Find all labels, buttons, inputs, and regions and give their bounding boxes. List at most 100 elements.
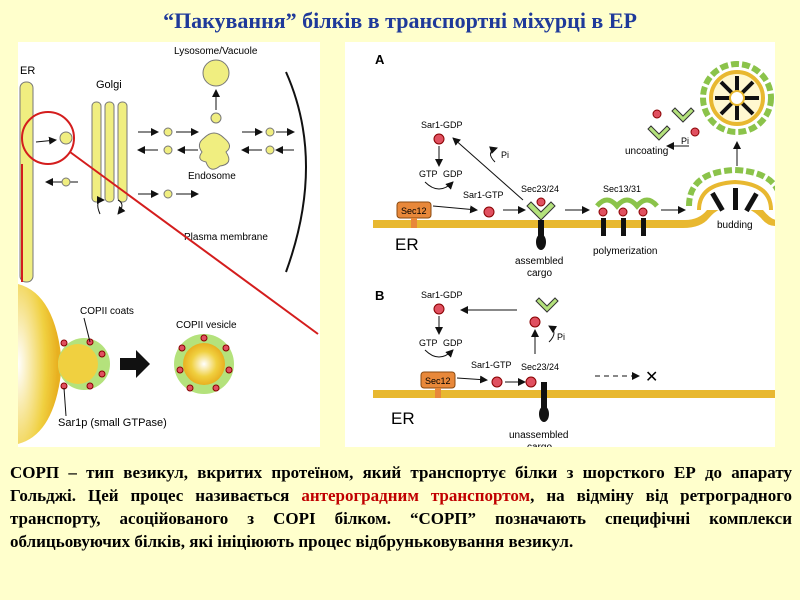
cargo-label-a: cargo (527, 268, 552, 279)
golgi-recycle-arrow-2 (118, 200, 122, 214)
copii-vesicle-lumen (183, 343, 225, 385)
panel-a-label: A (375, 52, 385, 67)
er-lumen-a (373, 206, 775, 252)
copii-assembly-panel: A ER Sec12 Sar1-GDP GTP GDP Sar1-GTP Pi … (345, 42, 775, 447)
gtp-label-a: GTP (419, 169, 438, 179)
traffic-vesicle-3 (266, 128, 274, 136)
sar1-poly-3 (639, 208, 647, 216)
sar1-gdp-label-b: Sar1-GDP (421, 290, 463, 300)
sec13-31-label: Sec13/31 (603, 184, 641, 194)
gdp-label-a: GDP (443, 169, 463, 179)
sec12-to-sar1-arrow-b (457, 378, 487, 380)
copii-assembly-diagram: A ER Sec12 Sar1-GDP GTP GDP Sar1-GTP Pi … (345, 42, 775, 447)
sec12-to-sar1-arrow-a (433, 206, 477, 210)
uncoating-label: uncoating (625, 146, 668, 157)
bud-lumen (58, 344, 98, 384)
gtp-exchange-arrow-b (425, 350, 453, 357)
secretory-pathway-diagram: ER Golgi Lysosome/Vacuole Endosome Plasm… (18, 42, 320, 447)
panel-b-label: B (375, 288, 384, 303)
sar1-vesicle-2 (223, 345, 229, 351)
sar1-bud-4 (99, 371, 105, 377)
vesicle-to-lysosome (211, 113, 221, 123)
pi-arrow-a (490, 148, 497, 162)
sec12-label-a: Sec12 (401, 206, 427, 216)
sar1-gtp-label-a: Sar1-GTP (463, 190, 504, 200)
sar1-vesicle-1 (201, 335, 207, 341)
caption-highlight: антероградним транспортом (301, 486, 530, 505)
assembled-label: assembled (515, 256, 563, 267)
lysosome (203, 60, 229, 86)
caption: СОРП – тип везикул, вкритих протеїном, я… (10, 461, 792, 553)
sar1-poly-2 (619, 208, 627, 216)
sar1-vesicle-6 (177, 367, 183, 373)
poly-cargo-3 (641, 218, 646, 236)
sar1-bud-1 (61, 340, 67, 346)
secretory-pathway-panel: ER Golgi Lysosome/Vacuole Endosome Plasm… (18, 42, 320, 447)
sar1-gtp-a (484, 207, 494, 217)
cargo-b (539, 406, 549, 422)
sar1-gtp-b (492, 377, 502, 387)
sar1-poly-1 (599, 208, 607, 216)
plasma-membrane (286, 72, 306, 272)
copii-coats-label: COPII coats (80, 306, 134, 317)
endosome (199, 133, 229, 169)
sar1-gdp-b (434, 304, 444, 314)
sar1-gdp-a (434, 134, 444, 144)
sar1p-label: Sar1p (small GTPase) (58, 417, 167, 429)
released-coat-2 (648, 126, 670, 140)
er-lumen-b (373, 398, 775, 422)
endosome-label: Endosome (188, 171, 236, 182)
golgi-label: Golgi (96, 79, 122, 91)
sar1-assembled-a (537, 198, 545, 206)
poly-cargo-2 (621, 218, 626, 236)
sec13-31-lattice (597, 200, 657, 206)
sar1-vesicle-5 (187, 385, 193, 391)
golgi-cisterna-2 (105, 102, 114, 202)
sec12-label-b: Sec12 (425, 376, 451, 386)
poly-cargo-1 (601, 218, 606, 236)
sec12-stem-b (435, 388, 441, 398)
lysosome-label: Lysosome/Vacuole (174, 46, 258, 57)
traffic-vesicle-5 (164, 190, 172, 198)
sar1-bud-3 (99, 351, 105, 357)
sar1-membrane-b (526, 377, 536, 387)
unassembled-label: unassembled (509, 430, 568, 441)
sec23-24-label-a: Sec23/24 (521, 184, 559, 194)
sar1-bud-5 (87, 383, 93, 389)
released-sar1-2 (691, 128, 699, 136)
traffic-vesicle-4 (266, 146, 274, 154)
pi-arrow-b (549, 326, 554, 342)
blocked-x-mark: ✕ (645, 369, 658, 386)
pi-label-b: Pi (557, 332, 565, 342)
copii-vesicle-label: COPII vesicle (176, 320, 237, 331)
er-membrane-bottom (18, 284, 62, 444)
cargo-a (536, 234, 546, 250)
gdp-label-b: GDP (443, 338, 463, 348)
budding-label: budding (717, 220, 753, 231)
er-golgi-arrow (36, 140, 56, 142)
golgi-cisterna-1 (92, 102, 101, 202)
sec12-stem-a (411, 218, 417, 228)
sar1-vesicle-7 (179, 345, 185, 351)
sar1-vesicle-3 (226, 367, 232, 373)
traffic-vesicle-2 (164, 146, 172, 154)
traffic-vesicle-1 (164, 128, 172, 136)
pi-label-a: Pi (501, 150, 509, 160)
vesicle-center (730, 91, 744, 105)
golgi-recycle-arrow-1 (98, 200, 104, 214)
copii-vesicle-small (60, 132, 72, 144)
er-label-b: ER (391, 409, 415, 428)
pi-label-uncoat: Pi (681, 136, 689, 146)
page-title: “Пакування” білків в транспортні міхурці… (0, 8, 800, 34)
sec23-24-free-b (536, 298, 558, 312)
cargo-receptor-b (541, 382, 547, 410)
sec23-24-label-b: Sec23/24 (521, 362, 559, 372)
er-label-a: ER (395, 235, 419, 254)
released-sar1-1 (653, 110, 661, 118)
arrow-right-icon (120, 350, 150, 378)
released-coat-1 (672, 108, 694, 122)
sar1-sec23-b (530, 317, 540, 327)
budding-cargo-2 (733, 188, 738, 210)
cargo-receptor-a (538, 220, 544, 236)
sar1-gdp-label-a: Sar1-GDP (421, 120, 463, 130)
